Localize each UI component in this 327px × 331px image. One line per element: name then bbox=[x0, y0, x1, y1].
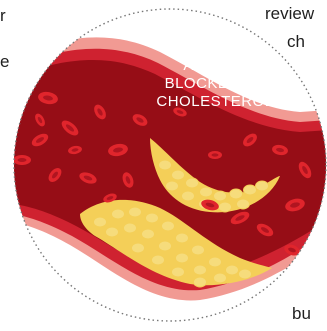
label-line-2: BLOCKED BY bbox=[165, 75, 266, 92]
plaque-cell bbox=[159, 160, 172, 170]
plaque-cell bbox=[176, 253, 189, 263]
label-line-3: CHOLESTEROL bbox=[156, 93, 273, 110]
plaque-cell bbox=[186, 178, 199, 188]
plaque-cell bbox=[106, 227, 119, 237]
plaque-cell bbox=[256, 181, 269, 191]
plaque-cell bbox=[182, 191, 195, 201]
plaque-cell bbox=[152, 255, 165, 265]
artery-illustration bbox=[0, 37, 327, 300]
plaque-cell bbox=[129, 207, 142, 217]
plaque-cell bbox=[209, 257, 222, 267]
plaque-cell bbox=[226, 265, 239, 275]
plaque-cell bbox=[172, 170, 185, 180]
plaque-cell bbox=[194, 277, 207, 287]
plaque-cell bbox=[230, 189, 243, 199]
plaque-cell bbox=[214, 273, 227, 283]
plaque-cell bbox=[194, 265, 207, 275]
blood-cell bbox=[208, 151, 222, 159]
plaque-cell bbox=[172, 267, 185, 277]
plaque-cell bbox=[112, 209, 125, 219]
plaque-cell bbox=[192, 245, 205, 255]
plaque-cell bbox=[237, 199, 250, 209]
plaque-cell bbox=[200, 187, 213, 197]
blood-cell bbox=[13, 155, 31, 165]
label-line-1: ARTERY bbox=[183, 57, 246, 74]
plaque-cell bbox=[166, 181, 179, 191]
plaque-cell bbox=[239, 269, 252, 279]
plaque-cell bbox=[124, 223, 137, 233]
plaque-cell bbox=[142, 229, 155, 239]
plaque-cell bbox=[159, 241, 172, 251]
plaque-cell bbox=[176, 233, 189, 243]
plaque-cell bbox=[132, 243, 145, 253]
plaque-cell bbox=[214, 191, 227, 201]
plaque-cell bbox=[146, 213, 159, 223]
plaque-cell bbox=[244, 185, 257, 195]
plaque-cell bbox=[162, 221, 175, 231]
plaque-cell bbox=[94, 217, 107, 227]
plaque-cell bbox=[219, 202, 232, 212]
